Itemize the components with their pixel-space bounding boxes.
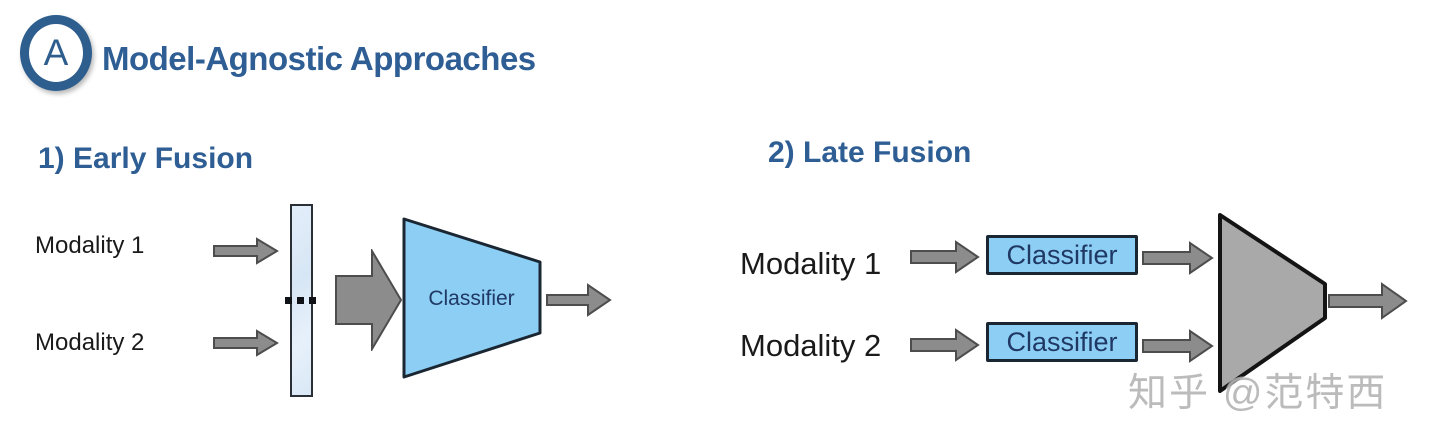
early-fusion-classifier-label: Classifier: [428, 287, 515, 310]
arrow-right-icon: [1328, 282, 1408, 320]
early-fusion-modality-1-label: Modality 1: [35, 232, 145, 259]
late-fusion-classifier-1-label: Classifier: [1006, 239, 1118, 270]
arrow-right-icon: [1142, 329, 1214, 363]
classifier-trapezoid-shape: [402, 217, 542, 379]
early-fusion-modality-2-label: Modality 2: [35, 329, 145, 356]
arrow-right-icon: [546, 283, 612, 317]
arrow-right-icon: [1142, 241, 1214, 275]
arrow-right-icon: [213, 237, 279, 265]
big-arrow-right-icon: [335, 249, 403, 351]
badge-letter: A: [43, 31, 69, 73]
late-fusion-heading: 2) Late Fusion: [768, 136, 972, 169]
late-fusion-classifier-box-2: Classifier: [986, 322, 1138, 362]
arrow-right-icon: [910, 328, 980, 362]
early-fusion-heading: 1) Early Fusion: [38, 142, 254, 175]
late-fusion-classifier-box-1: Classifier: [986, 235, 1138, 275]
arrow-right-icon: [910, 240, 980, 274]
late-fusion-modality-2-label: Modality 2: [740, 328, 882, 363]
late-fusion-modality-1-label: Modality 1: [740, 246, 882, 281]
section-a-badge: A: [20, 15, 92, 91]
fusion-triangle-shape: [1218, 213, 1327, 393]
page-title: Model-Agnostic Approaches: [102, 40, 536, 77]
late-fusion-classifier-2-label: Classifier: [1006, 326, 1118, 357]
arrow-right-icon: [213, 329, 279, 357]
concat-dotted-divider: [285, 297, 316, 304]
zhihu-watermark: 知乎 @范特西: [1128, 372, 1388, 415]
